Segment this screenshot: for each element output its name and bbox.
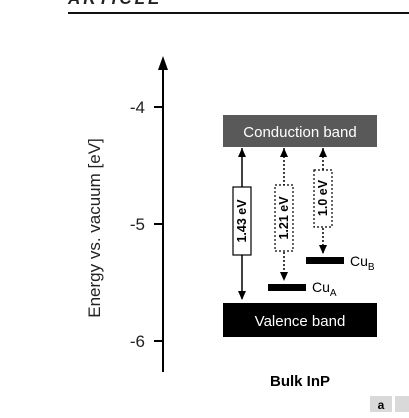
arrowhead-up	[280, 148, 288, 157]
arrowhead-up	[319, 148, 327, 157]
transition-label-box	[232, 186, 252, 256]
level-cu-a-bar	[268, 284, 306, 291]
conduction-band-label: Conduction band	[243, 124, 356, 141]
transition-label-box	[313, 169, 333, 228]
transition-label-1-0: 1.0 eV	[316, 179, 330, 216]
arrowhead-up	[238, 148, 246, 157]
transition-1-0: 1.0 eV	[313, 148, 333, 254]
transition-label-1-21: 1.21 eV	[277, 196, 291, 240]
level-cu-a-label: CuA	[312, 279, 337, 299]
valence-band-label: Valence band	[255, 313, 346, 330]
level-cu-b-bar	[306, 257, 344, 264]
y-axis-tick-label: -5	[130, 215, 145, 234]
arrowhead-down	[319, 245, 327, 254]
panel-label: a	[378, 398, 385, 412]
transition-1-21: 1.21 eV	[274, 148, 294, 281]
conduction-band	[223, 115, 377, 147]
transition-1-43: 1.43 eV	[232, 148, 252, 300]
header-fragment: ARTICLE	[67, 0, 162, 8]
y-axis-arrowhead	[158, 56, 168, 70]
panel-label-box	[370, 396, 392, 412]
arrowhead-down	[280, 272, 288, 281]
y-axis-label: Energy vs. vacuum [eV]	[85, 138, 104, 318]
y-axis-ticks: -4 -5 -6	[130, 98, 163, 351]
level-cu-b-label: CuB	[350, 253, 375, 273]
y-axis-tick-label: -4	[130, 98, 145, 117]
diagram-caption: Bulk InP	[270, 373, 330, 390]
transition-label-1-43: 1.43 eV	[235, 199, 249, 243]
transition-label-box	[274, 184, 294, 252]
y-axis-tick-label: -6	[130, 332, 145, 351]
valence-band	[223, 303, 377, 337]
arrowhead-down	[238, 291, 246, 300]
panel-label-box-edge	[395, 396, 409, 412]
